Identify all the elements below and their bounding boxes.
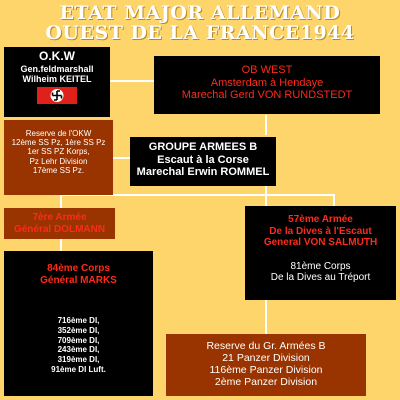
corps-81-area: De la Dives au Tréport <box>270 272 371 283</box>
army-group-b-name: GROUPE ARMEES B <box>148 141 258 153</box>
agb-reserve-line: 116ème Panzer Division <box>209 364 323 377</box>
division-item: 319ème DI, <box>57 355 100 364</box>
army-group-b-box: GROUPE ARMEES B Escaut à la Corse Marech… <box>130 137 276 186</box>
army-group-b-area: Escaut à la Corse <box>157 153 249 166</box>
okw-reserve-line: 1er SS PZ Korps, <box>27 147 90 157</box>
agb-reserve-line: 21 Panzer Division <box>222 352 310 365</box>
okw-reserve-line: 12ème SS Pz, 1ère SS Pz <box>11 138 106 148</box>
okw-commander: Wilheim KEITEL <box>22 74 92 85</box>
army-15-box: 57ème Armée De la Dives à l'Escaut Gener… <box>245 206 396 300</box>
army-15-area: De la Dives à l'Escaut <box>269 225 372 237</box>
division-item: 352ème DI, <box>57 325 100 335</box>
okw-reserve-line: 17ème SS Pz. <box>32 165 85 175</box>
okw-name: O.K.W <box>39 49 75 63</box>
army-7-name: 7ère Armée <box>32 212 87 223</box>
okw-reserve-line: Reserve de l'OKW <box>25 129 92 138</box>
army-7-commander: Général DOLMANN <box>13 223 106 235</box>
corps-84-name: 84ème Corps <box>47 263 110 274</box>
connector-okw-obwest <box>110 80 155 82</box>
ob-west-name: OB WEST <box>241 64 293 76</box>
title-line-2: OUEST DE LA FRANCE1944 <box>45 22 355 44</box>
ob-west-commander: Marechal Gerd VON RUNDSTEDT <box>181 89 353 102</box>
division-item: 709ème DI, <box>57 335 100 345</box>
ob-west-box: OB WEST Amsterdam à Hendaye Marechal Ger… <box>154 56 380 114</box>
connector-obwest-down <box>265 115 267 135</box>
army-15-name: 57ème Armée <box>288 214 353 225</box>
division-item: 91ème DI Luft. <box>51 364 106 374</box>
connector-agb-branch <box>60 194 335 196</box>
okw-reserve-line: Pz Lehr Division <box>29 156 88 166</box>
ob-west-area: Amsterdam à Hendaye <box>210 76 324 89</box>
agb-reserve-box: Reserve du Gr. Armées B 21 Panzer Divisi… <box>166 334 366 396</box>
connector-reserve-agb <box>113 157 130 159</box>
army-group-b-commander: Marechal Erwin ROMMEL <box>136 166 270 179</box>
connector-army7-corps <box>60 239 62 251</box>
okw-rank: Gen.feldmarshall <box>20 63 94 74</box>
agb-reserve-line: Reserve du Gr. Armées B <box>206 340 326 352</box>
corps-84-box: 84ème Corps Général MARKS 716ème DI, 352… <box>4 251 153 396</box>
swastika-flag-icon <box>37 87 77 105</box>
okw-reserve-box: Reserve de l'OKW 12ème SS Pz, 1ère SS Pz… <box>4 120 113 195</box>
connector-army7-down <box>60 194 62 208</box>
division-list: 716ème DI, 352ème DI, 709ème DI, 243ème … <box>4 316 153 375</box>
corps-84-commander: Général MARKS <box>40 274 117 286</box>
okw-box: O.K.W Gen.feldmarshall Wilheim KEITEL <box>4 47 110 117</box>
title-line-1: ETAT MAJOR ALLEMAND <box>59 2 341 24</box>
corps-81-name: 81ème Corps <box>290 260 351 272</box>
army-15-commander: General VON SALMUTH <box>263 237 378 248</box>
division-item: 243ème DI, <box>57 345 100 355</box>
connector-army15-down <box>333 194 335 206</box>
division-item: 716ème DI, <box>57 316 100 325</box>
army-7-box: 7ère Armée Général DOLMANN <box>4 208 115 239</box>
agb-reserve-line: 2ème Panzer Division <box>214 376 318 389</box>
